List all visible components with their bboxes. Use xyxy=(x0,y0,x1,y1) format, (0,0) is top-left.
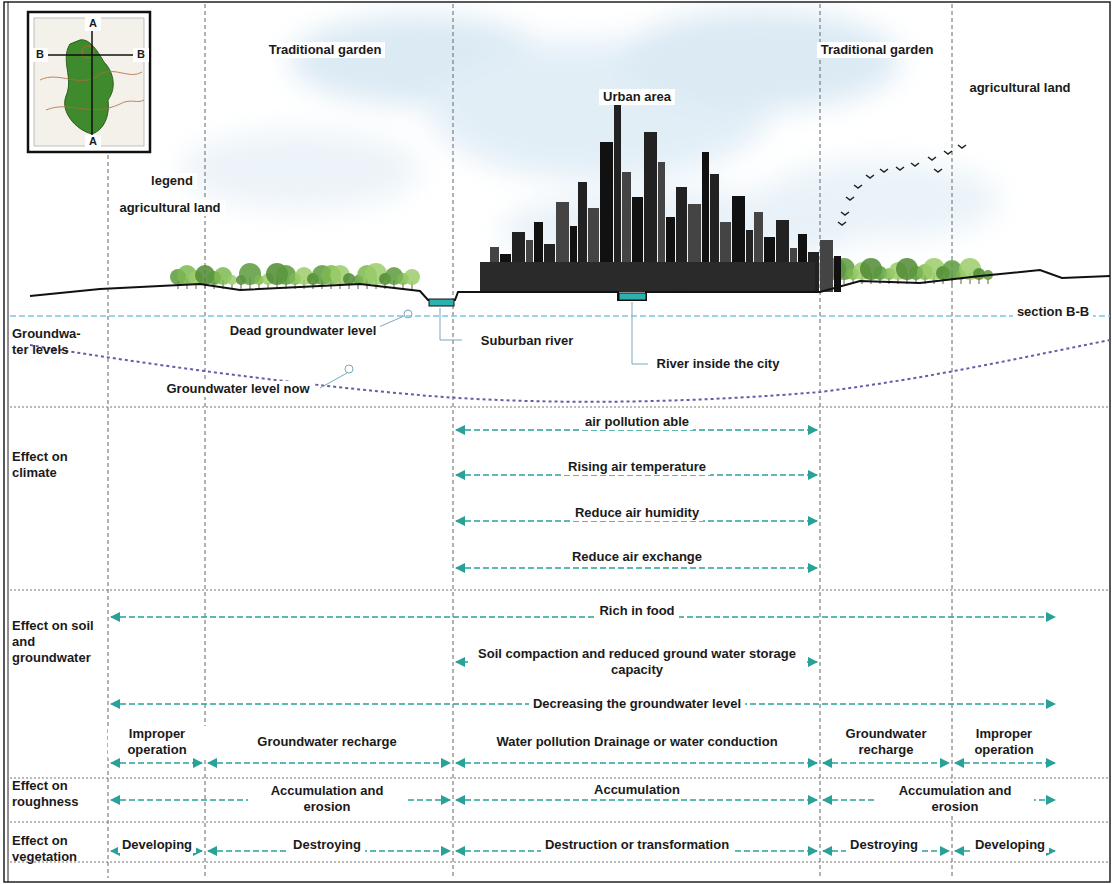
birds xyxy=(838,145,966,225)
effect-label: Accumulation and erosion xyxy=(876,783,1034,816)
row-heading: Effect on soil and groundwater xyxy=(12,618,104,667)
tree-crown xyxy=(404,269,420,285)
effect-label: Rising air temperature xyxy=(564,459,710,475)
frame xyxy=(4,2,1110,882)
bird xyxy=(944,151,952,154)
effect-label: Destroying xyxy=(846,837,922,853)
bird xyxy=(841,212,849,215)
bird xyxy=(928,157,936,160)
bird xyxy=(854,185,862,188)
bird xyxy=(846,197,854,200)
section-letter: A xyxy=(85,135,101,149)
bird xyxy=(880,169,888,172)
section-label: section B-B xyxy=(1013,304,1093,320)
zone-label: Urban area xyxy=(599,89,675,105)
effect-label: Water pollution Drainage or water conduc… xyxy=(492,734,781,750)
zone-label: agricultural land xyxy=(115,200,224,216)
effect-label: Destruction or transformation xyxy=(541,837,733,853)
city-river xyxy=(619,293,646,300)
bird xyxy=(838,222,846,225)
effect-label: Improper operation xyxy=(955,726,1053,759)
effect-label: Accumulation xyxy=(590,782,684,798)
effect-label: Groundwater recharge xyxy=(827,726,945,759)
water-label: Groundwater level now xyxy=(162,381,313,397)
row-heading: Groundwa- ter levels xyxy=(12,326,84,359)
water-label: Suburban river xyxy=(477,333,577,349)
effect-label: air pollution able xyxy=(581,414,693,430)
water-label: Dead groundwater level xyxy=(226,323,381,339)
water-label: River inside the city xyxy=(653,356,784,372)
zone-label: Traditional garden xyxy=(265,42,386,58)
effect-label: Developing xyxy=(971,837,1049,853)
bird xyxy=(958,145,966,148)
effect-label: Developing xyxy=(118,837,196,853)
section-letter: A xyxy=(85,17,101,31)
zone-dividers xyxy=(108,4,952,878)
city-skyline xyxy=(480,92,841,292)
building-base xyxy=(480,262,815,292)
effect-label: Rich in food xyxy=(595,603,678,619)
effect-label: Soil compaction and reduced ground water… xyxy=(468,646,806,679)
current-groundwater-line xyxy=(30,340,1110,402)
leader-lines xyxy=(320,302,648,388)
frame-line xyxy=(8,2,9,882)
ground-line xyxy=(30,270,1110,300)
section-letter: B xyxy=(32,48,48,62)
legend-label: legend xyxy=(147,173,197,189)
row-heading: Effect on climate xyxy=(12,449,102,482)
bird xyxy=(934,169,942,172)
building xyxy=(820,240,833,292)
bird xyxy=(896,167,904,170)
suburban-river xyxy=(429,299,454,306)
effect-label: Improper operation xyxy=(108,726,206,759)
effect-label: Reduce air humidity xyxy=(571,505,703,521)
tree-crown xyxy=(227,275,237,285)
bird xyxy=(866,175,874,178)
section-letter: B xyxy=(133,48,149,62)
zone-label: Traditional garden xyxy=(817,42,938,58)
effect-label: Destroying xyxy=(289,837,365,853)
effect-label: Groundwater recharge xyxy=(253,734,400,750)
row-heading: Effect on vegetation xyxy=(12,833,102,866)
row-separators xyxy=(10,407,1110,862)
row-heading: Effect on roughness xyxy=(12,778,102,811)
effect-label: Decreasing the groundwater level xyxy=(529,696,745,712)
effect-label: Reduce air exchange xyxy=(568,549,706,565)
effect-label: Accumulation and erosion xyxy=(248,783,406,816)
zone-label: agricultural land xyxy=(965,80,1074,96)
bird xyxy=(911,163,919,166)
dead-groundwater-line xyxy=(10,315,1110,317)
inset-map xyxy=(28,12,150,152)
range-arrows xyxy=(111,430,1055,851)
